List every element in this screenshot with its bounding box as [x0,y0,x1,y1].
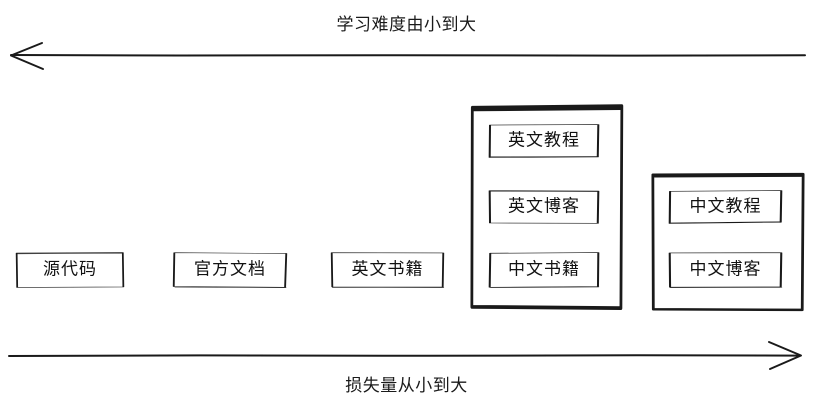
node-label: 官方文档 [194,259,266,279]
node-english-tutorial[interactable]: 英文教程 [488,124,600,158]
sketch-border [172,252,288,288]
node-english-blog[interactable]: 英文博客 [488,190,600,224]
node-official-docs[interactable]: 官方文档 [172,252,288,288]
sketch-border [488,124,600,158]
sketch-border [470,104,624,310]
node-label: 英文博客 [508,196,580,216]
difficulty-axis-arrow [10,42,806,70]
sketch-border [488,190,600,224]
group-chinese-resources[interactable]: 中文教程 中文博客 [651,172,805,312]
node-label: 源代码 [43,259,97,279]
node-chinese-blog[interactable]: 中文博客 [668,252,783,288]
node-label: 中文书籍 [508,259,580,279]
group-english-resources[interactable]: 英文教程 英文博客 中文书籍 [470,104,624,311]
node-chinese-books[interactable]: 中文书籍 [488,252,600,288]
sketch-border [668,190,783,224]
node-label: 中文博客 [689,259,762,279]
node-label: 英文教程 [508,130,580,150]
node-chinese-tutorial[interactable]: 中文教程 [668,190,783,224]
loss-axis-arrow [8,341,802,370]
node-label: 英文书籍 [351,259,424,279]
node-english-books[interactable]: 英文书籍 [330,252,445,288]
node-source-code[interactable]: 源代码 [15,252,125,288]
bottom-axis-label: 损失量从小到大 [345,376,468,396]
top-axis-label: 学习难度由小到大 [336,15,477,35]
sketch-border [488,252,600,288]
sketch-border [330,252,445,288]
sketch-border [651,172,805,312]
sketch-border [15,252,125,288]
sketch-border [668,252,783,288]
node-label: 中文教程 [689,196,762,216]
